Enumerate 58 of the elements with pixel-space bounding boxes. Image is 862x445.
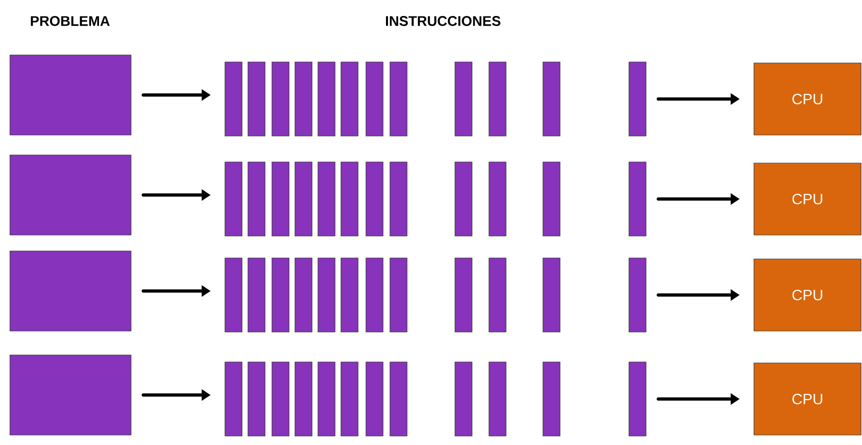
problem-box xyxy=(10,154,132,236)
problem-box xyxy=(10,54,132,136)
instruction-bar xyxy=(454,258,472,332)
instruction-bar xyxy=(340,62,358,136)
instruction-bar xyxy=(390,258,408,332)
instruction-bar xyxy=(294,258,312,332)
problem-box xyxy=(10,250,132,332)
instruction-bar xyxy=(248,362,266,436)
instruction-bar xyxy=(340,258,358,332)
instruction-bar xyxy=(488,162,506,236)
instruction-bar xyxy=(272,162,290,236)
cpu-box: CPU xyxy=(754,62,862,136)
instruction-bar xyxy=(340,162,358,236)
instruction-bar xyxy=(294,162,312,236)
column-heading: PROBLEMA xyxy=(30,16,110,26)
instruction-bar xyxy=(318,362,336,436)
instruction-bar xyxy=(340,362,358,436)
instruction-bar xyxy=(542,362,560,436)
instruction-bar xyxy=(272,362,290,436)
instruction-bar xyxy=(488,362,506,436)
instruction-bar xyxy=(488,62,506,136)
instruction-bar xyxy=(294,62,312,136)
instruction-bar xyxy=(628,362,646,436)
instruction-bar xyxy=(542,258,560,332)
instruction-bar xyxy=(366,258,384,332)
instruction-bar xyxy=(366,362,384,436)
cpu-box: CPU xyxy=(754,162,862,236)
instruction-bar xyxy=(454,362,472,436)
instruction-bar xyxy=(366,162,384,236)
column-heading: INSTRUCCIONES xyxy=(386,16,500,26)
instruction-bar xyxy=(224,162,242,236)
instruction-bar xyxy=(390,362,408,436)
instruction-bar xyxy=(488,258,506,332)
cpu-box: CPU xyxy=(754,258,862,332)
instruction-bar xyxy=(224,362,242,436)
instruction-bar xyxy=(318,258,336,332)
instruction-bar xyxy=(628,162,646,236)
problem-box xyxy=(10,354,132,436)
instruction-bar xyxy=(542,62,560,136)
instruction-bar xyxy=(542,162,560,236)
instruction-bar xyxy=(248,62,266,136)
instruction-bar xyxy=(454,162,472,236)
instruction-bar xyxy=(248,162,266,236)
cpu-box: CPU xyxy=(754,362,862,436)
instruction-bar xyxy=(224,258,242,332)
instruction-bar xyxy=(318,62,336,136)
instruction-bar xyxy=(248,258,266,332)
instruction-bar xyxy=(366,62,384,136)
instruction-bar xyxy=(628,62,646,136)
instruction-bar xyxy=(454,62,472,136)
instruction-bar xyxy=(272,258,290,332)
instruction-bar xyxy=(294,362,312,436)
instruction-bar xyxy=(224,62,242,136)
instruction-bar xyxy=(628,258,646,332)
instruction-bar xyxy=(318,162,336,236)
instruction-bar xyxy=(272,62,290,136)
instruction-bar xyxy=(390,62,408,136)
instruction-bar xyxy=(390,162,408,236)
